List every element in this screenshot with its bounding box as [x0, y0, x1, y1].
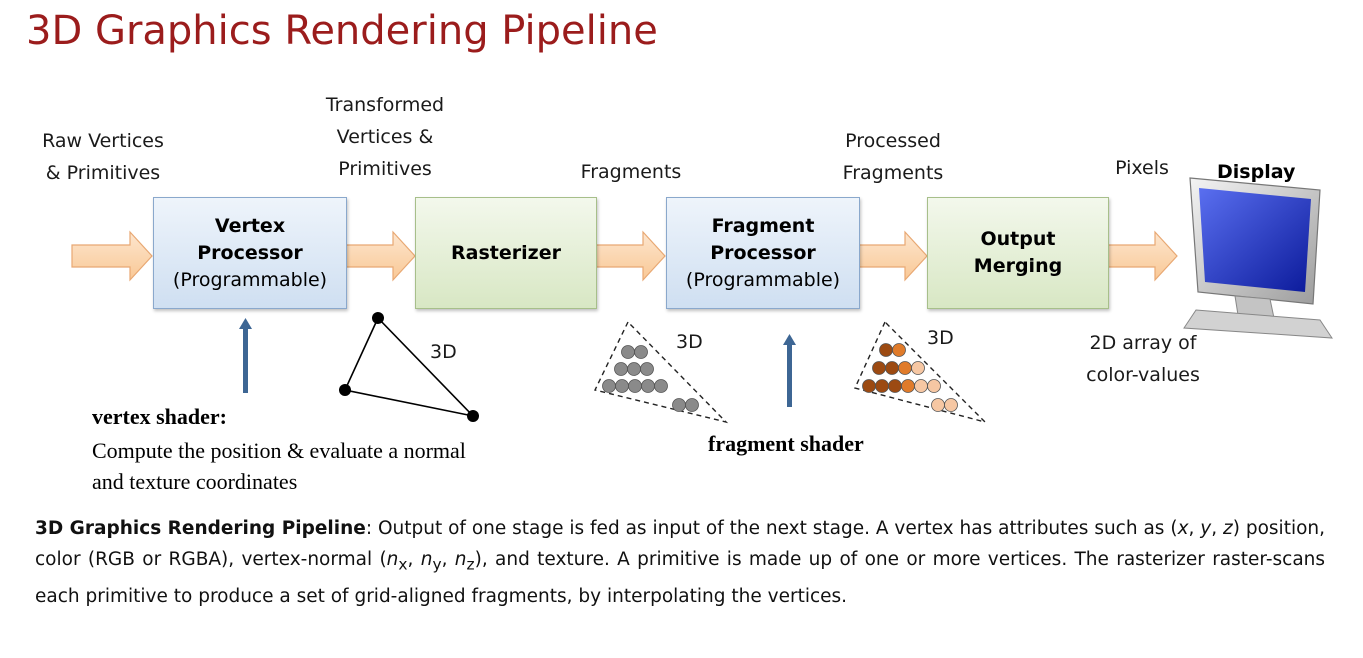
caption-normal-z-sub: z: [466, 555, 475, 574]
output-array-label: 2D array of color-values: [1073, 327, 1213, 391]
caption-paragraph: 3D Graphics Rendering Pipeline: Output o…: [35, 513, 1325, 612]
caption-normal-z: n: [454, 549, 467, 570]
display-label: Display: [1217, 161, 1296, 183]
triangle-3d-label: 3D: [430, 341, 457, 363]
caption-normal-x: n: [386, 549, 399, 570]
processed-line-1: Processed: [845, 130, 941, 152]
vertex-shader-arrow: [239, 318, 252, 393]
colored-fragment-dot: [911, 361, 925, 375]
fragment-processor-subtitle: (Programmable): [685, 268, 841, 291]
grey-fragment-dot: [672, 398, 686, 412]
transformed-vertices-label: Transformed Vertices & Primitives: [305, 89, 465, 185]
vertex-processor-box: Vertex Processor (Programmable): [153, 197, 347, 309]
caption-var-x: x: [1177, 518, 1189, 539]
vertex-shader-desc-line-1: Compute the position & evaluate a normal: [92, 438, 466, 463]
fragments-3d-label: 3D: [676, 331, 703, 353]
colored-fragment-dot: [914, 379, 928, 393]
grey-fragment-dot: [615, 379, 629, 393]
caption-comma-2: ,: [441, 549, 455, 570]
vertex-processor-subtitle: (Programmable): [172, 268, 328, 291]
grey-fragment-dot: [627, 362, 641, 376]
colored-fragment-dot: [872, 361, 886, 375]
raw-vertices-line-2: & Primitives: [45, 162, 161, 184]
grey-fragment-dot: [614, 362, 628, 376]
caption-normal-x-sub: x: [398, 555, 408, 574]
caption-comma-1: ,: [407, 549, 421, 570]
caption-sep-1: ,: [1188, 518, 1201, 539]
raw-vertices-label: Raw Vertices & Primitives: [28, 125, 178, 189]
colored-fragment-dot: [888, 379, 902, 393]
caption-normal-y-sub: y: [432, 555, 442, 574]
caption-sep-2: ,: [1211, 518, 1224, 539]
colored-fragment-dot: [898, 361, 912, 375]
vertex-shader-title: vertex shader:: [92, 404, 228, 429]
colored-fragments-illustration: [854, 320, 988, 424]
caption-var-y: y: [1200, 518, 1212, 539]
caption-var-z: z: [1223, 518, 1233, 539]
fragment-processor-title-2: Processor: [710, 241, 816, 264]
triangle-illustration: [339, 312, 479, 422]
vertex-shader-description: Compute the position & evaluate a normal…: [92, 435, 612, 497]
fragment-shader-title: fragment shader: [708, 431, 864, 456]
output-merging-title-1: Output: [980, 228, 1056, 250]
flow-arrow-3: [595, 230, 666, 282]
caption-normal-y: n: [420, 549, 433, 570]
grey-fragment-dot: [685, 398, 699, 412]
page-title: 3D Graphics Rendering Pipeline: [26, 8, 658, 54]
grey-fragment-dot: [654, 379, 668, 393]
colored-fragment-dot: [901, 379, 915, 393]
colored-fragment-dot: [879, 343, 893, 357]
transformed-line-3: Primitives: [338, 158, 432, 180]
processed-line-2: Fragments: [842, 162, 944, 184]
output-merging-box: Output Merging: [927, 197, 1109, 309]
fragment-shader-arrow: [783, 334, 796, 407]
caption-bold-title: 3D Graphics Rendering Pipeline: [35, 518, 366, 539]
colored-fragment-dot: [892, 343, 906, 357]
grey-fragment-dot: [628, 379, 642, 393]
colored-fragment-dot: [885, 361, 899, 375]
caption-text-3: ), and texture. A primitive is made up o…: [35, 549, 1326, 607]
grey-fragment-dot: [634, 345, 648, 359]
caption-text-2: ) position, color (RGB or RGBA), vertex-…: [35, 518, 1326, 570]
rasterizer-title: Rasterizer: [451, 241, 561, 264]
pixels-label: Pixels: [1115, 157, 1169, 179]
colored-fragment-dot: [944, 398, 958, 412]
output-merging-title-2: Merging: [973, 255, 1063, 277]
fragment-processor-box: Fragment Processor (Programmable): [666, 197, 860, 309]
vertex-shader-desc-line-2: and texture coordinates: [92, 469, 298, 494]
flow-arrow-2: [345, 230, 416, 282]
colored-fragment-dot: [875, 379, 889, 393]
flow-arrow-1: [71, 230, 153, 282]
output-array-line-2: color-values: [1086, 364, 1200, 386]
output-array-line-1: 2D array of: [1089, 332, 1197, 354]
fragments-label: Fragments: [580, 161, 682, 183]
flow-arrow-5: [1107, 230, 1178, 282]
vertex-processor-title-2: Processor: [197, 241, 303, 264]
processed-fragments-label: Processed Fragments: [828, 125, 958, 189]
colored-3d-label: 3D: [927, 327, 954, 349]
raw-vertices-line-1: Raw Vertices: [42, 130, 164, 152]
flow-arrow-4: [857, 230, 928, 282]
vertex-processor-title-1: Vertex: [214, 214, 286, 237]
display-monitor-icon: [1183, 177, 1333, 339]
grey-fragment-dot: [602, 379, 616, 393]
colored-fragment-dot: [862, 379, 876, 393]
colored-fragment-dot: [927, 379, 941, 393]
fragment-processor-title-1: Fragment: [711, 214, 815, 237]
transformed-line-2: Vertices &: [336, 126, 434, 148]
caption-text-1: : Output of one stage is fed as input of…: [365, 518, 1178, 539]
grey-fragment-dot: [621, 345, 635, 359]
colored-fragment-dot: [931, 398, 945, 412]
grey-fragment-dot: [641, 379, 655, 393]
fragments-illustration: [593, 320, 729, 424]
transformed-line-1: Transformed: [325, 94, 445, 116]
grey-fragment-dot: [640, 362, 654, 376]
rasterizer-box: Rasterizer: [415, 197, 597, 309]
